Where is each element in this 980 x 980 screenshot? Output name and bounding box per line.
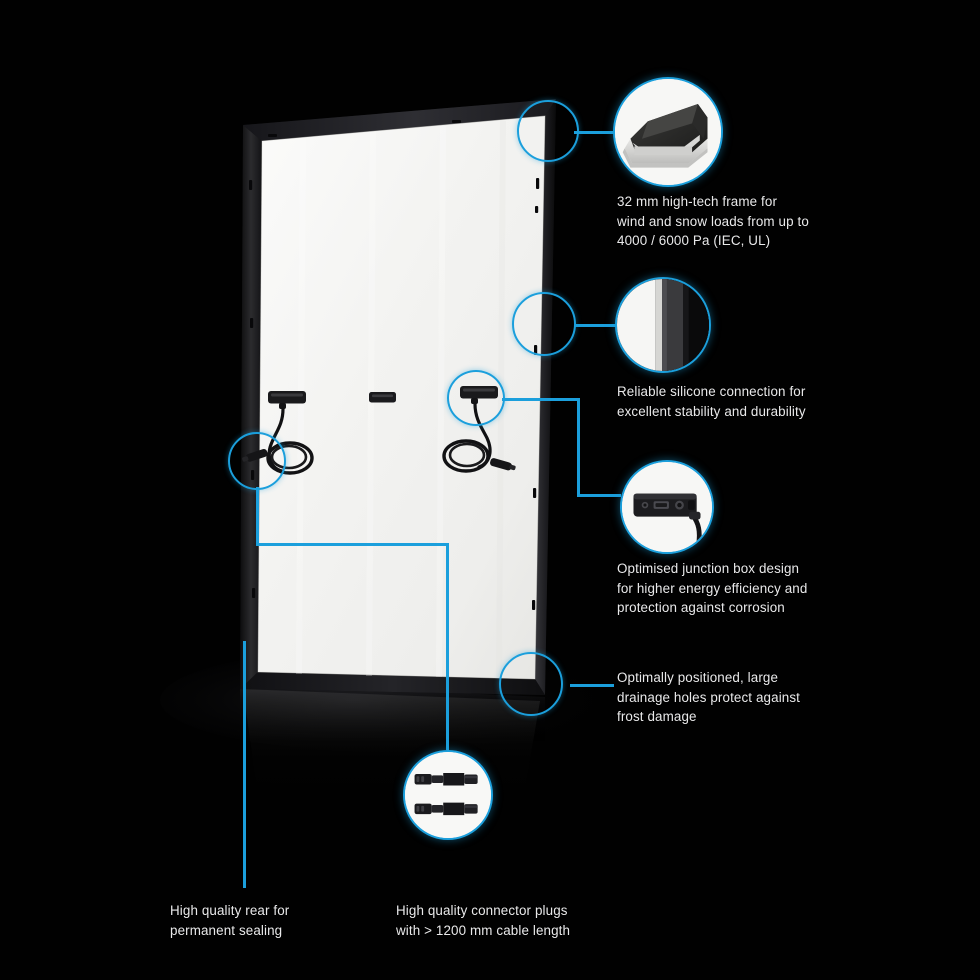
panel-reflection [240, 683, 545, 800]
detail-bubble-connectors[interactable] [403, 750, 493, 840]
panel-frame-right [535, 99, 556, 695]
junction-box-left [268, 391, 306, 409]
panel-nameplate [369, 392, 396, 403]
caption-junction-box: Optimised junction box design for higher… [617, 561, 808, 616]
leader-connectors-seg3 [446, 543, 449, 750]
detail-bubble-junction-box[interactable] [620, 460, 714, 554]
caption-rear: High quality rear for permanent sealing [170, 903, 290, 938]
junction-box-closeup-icon [622, 462, 712, 552]
detail-bubble-frame[interactable] [613, 77, 723, 187]
leader-drainage [570, 684, 614, 687]
leader-frame [574, 131, 614, 134]
callout-ring-connectors[interactable] [228, 432, 286, 490]
leader-silicone [574, 324, 616, 327]
callout-ring-drainage[interactable] [499, 652, 563, 716]
connector-plug-lower [414, 802, 478, 816]
leader-connectors-seg1 [256, 487, 259, 545]
panel-frame-left [240, 125, 262, 689]
leader-junction-box-seg1 [502, 398, 580, 401]
caption-connectors: High quality connector plugs with > 1200… [396, 903, 571, 938]
leader-junction-box-seg3 [577, 494, 622, 497]
frame-holes [249, 120, 540, 610]
frame-cross-section-icon [615, 79, 721, 185]
caption-frame: 32 mm high-tech frame for wind and snow … [617, 194, 809, 249]
connector-plugs-closeup-icon [405, 752, 491, 838]
panel-frame-outer [240, 99, 556, 695]
panel-frame-top [243, 99, 556, 141]
cable-coil-right [442, 439, 490, 473]
callout-ring-junction-box[interactable] [447, 370, 505, 426]
caption-silicone: Reliable silicone connection for excelle… [617, 384, 806, 419]
connector-plug-right [490, 458, 516, 471]
callout-leader-rear [243, 641, 246, 888]
detail-bubble-silicone[interactable] [615, 277, 711, 373]
leader-junction-box-seg2 [577, 398, 580, 497]
connector-plug-upper [414, 773, 478, 786]
leader-connectors-seg2 [256, 543, 449, 546]
caption-drainage: Optimally positioned, large drainage hol… [617, 670, 801, 725]
silicone-seal-closeup-icon [617, 279, 709, 371]
callout-ring-silicone[interactable] [512, 292, 576, 356]
callout-ring-frame[interactable] [517, 100, 579, 162]
